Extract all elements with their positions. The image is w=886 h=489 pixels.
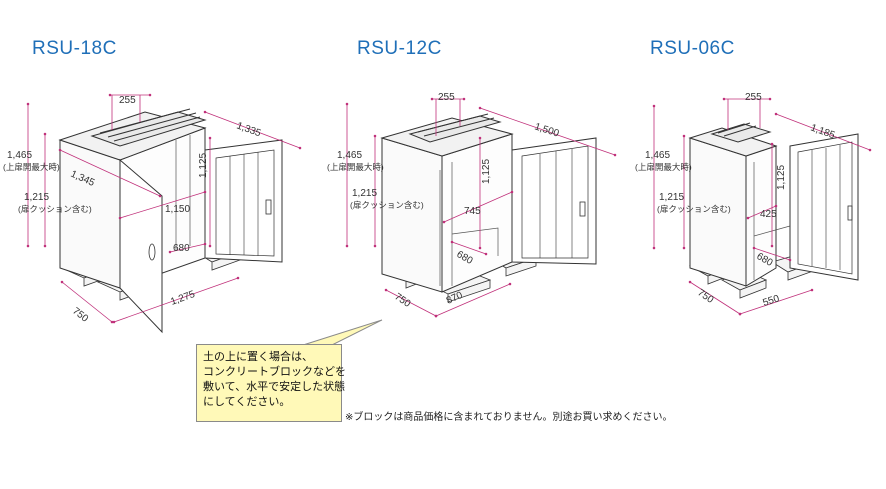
dim-base-width-12c: 750 — [392, 291, 412, 310]
note-line: コンクリートブロックなどを — [203, 366, 346, 378]
note-line: にしてください。 — [203, 396, 291, 408]
dim-height-max-note-18c: (上扉開最大時) — [3, 162, 60, 172]
dim-base-width-18c: 750 — [70, 306, 90, 325]
right-door-12c — [511, 137, 597, 265]
dim-height-std-12c: 1,215 — [352, 188, 377, 199]
dim-inner-width-18c: 1,150 — [165, 204, 190, 215]
dim-roof-width-12c: 255 — [438, 92, 455, 103]
dim-depth-top-18c: 1,335 — [235, 120, 263, 139]
dim-height-std-note-12c: (扉クッション含む) — [350, 200, 424, 210]
dim-inner-width-06c: 425 — [760, 209, 777, 220]
dim-base-width-06c: 750 — [695, 287, 715, 306]
dim-height-std-18c: 1,215 — [24, 192, 49, 203]
dim-roof-width-06c: 255 — [745, 92, 762, 103]
diagram-rsu-12c: 255 1,500 1,465 (上扉開最大時) 1,215 (扉クッション含む… — [327, 92, 617, 318]
note-line: 敷いて、水平で安定した状態 — [203, 381, 346, 393]
model-title-rsu-18c: RSU-18C — [32, 38, 117, 59]
dim-height-std-note-06c: (扉クッション含む) — [657, 204, 731, 214]
right-door-18c — [204, 139, 283, 263]
dim-inner-height-06c: 1,125 — [776, 165, 787, 190]
dim-depth-top-12c: 1,500 — [533, 121, 561, 139]
door-handle-18c — [148, 243, 156, 261]
dim-height-max-12c: 1,465 — [337, 150, 362, 161]
dim-door-width-18c: 680 — [173, 243, 190, 254]
note-callout-pointer — [299, 319, 383, 347]
dim-inner-height-18c: 1,125 — [198, 153, 209, 178]
footnote: ※ブロックは商品価格に含まれておりません。別途お買い求めください。 — [345, 412, 673, 423]
dim-roof-width-18c: 255 — [119, 95, 136, 106]
dim-height-max-18c: 1,465 — [7, 150, 32, 161]
dim-height-max-note-06c: (上扉開最大時) — [635, 162, 692, 172]
dim-height-max-06c: 1,465 — [645, 150, 670, 161]
diagram-rsu-18c: 255 1,335 1,465 (上扉開最大時) 1,345 1,215 (扉ク… — [3, 93, 302, 334]
model-title-rsu-06c: RSU-06C — [650, 38, 735, 59]
model-title-rsu-12c: RSU-12C — [357, 38, 442, 59]
dim-height-std-note-18c: (扉クッション含む) — [18, 204, 92, 214]
dim-height-max-note-12c: (上扉開最大時) — [327, 162, 384, 172]
dim-base-depth-18c: 1,275 — [169, 289, 197, 308]
installation-note: 土の上に置く場合は、 コンクリートブロックなどを 敷いて、水平で安定した状態 に… — [196, 344, 346, 422]
dim-height-std-06c: 1,215 — [659, 192, 684, 203]
note-line: 土の上に置く場合は、 — [203, 351, 313, 363]
dim-inner-height-12c: 1,125 — [481, 159, 492, 184]
diagram-rsu-06c: 255 1,185 1,465 (上扉開最大時) 1,215 (扉クッション含む… — [635, 92, 872, 316]
dim-inner-width-12c: 745 — [464, 206, 481, 217]
dim-depth-top-06c: 1,185 — [809, 122, 837, 141]
dim-base-depth-06c: 550 — [762, 293, 782, 309]
